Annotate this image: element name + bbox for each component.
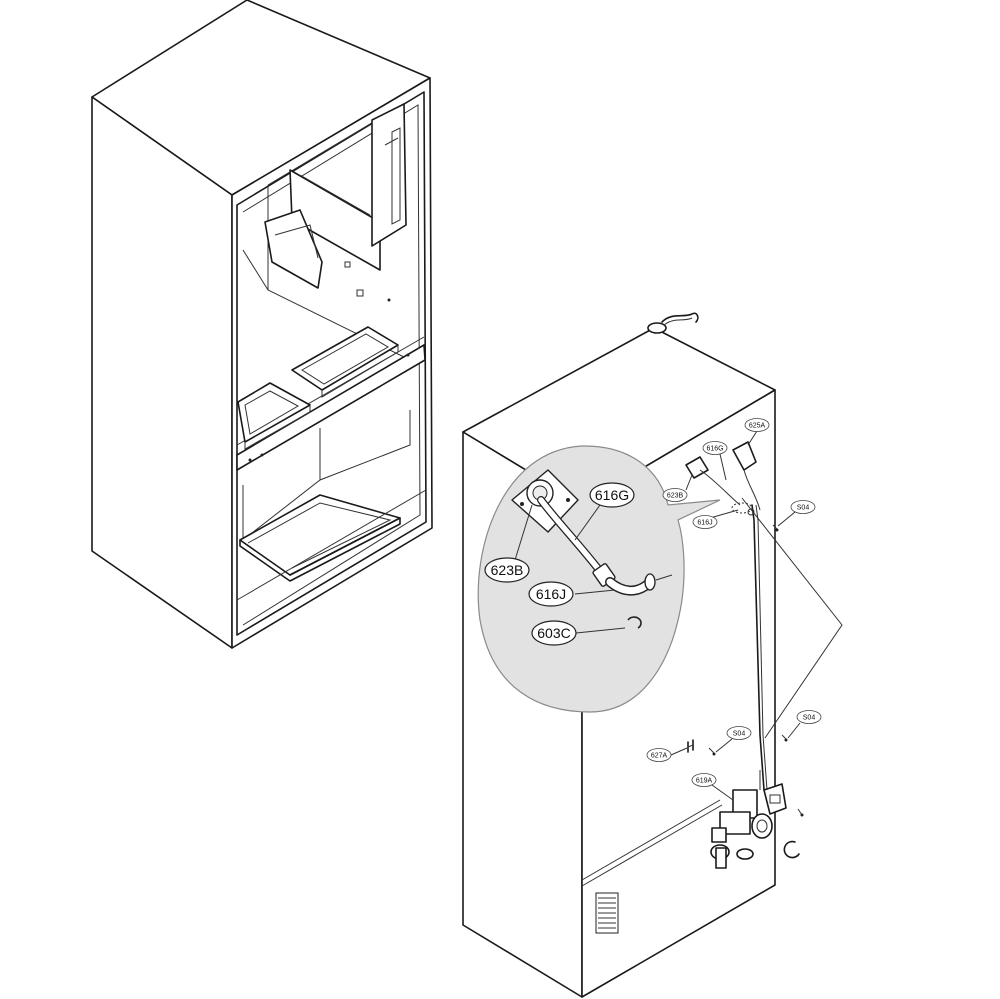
callout-s04-mid[interactable]: S04 xyxy=(715,726,752,753)
svg-text:603C: 603C xyxy=(537,625,570,641)
svg-text:625A: 625A xyxy=(749,423,766,430)
callout-detail-616G[interactable]: 616G xyxy=(574,482,635,541)
svg-text:616J: 616J xyxy=(697,520,712,527)
cabinet-left-side xyxy=(91,96,233,649)
fill-tube-fittings xyxy=(685,441,761,516)
callout-s04-top[interactable]: S04 xyxy=(777,500,816,527)
rear-vent-grille xyxy=(595,892,619,934)
svg-text:619A: 619A xyxy=(696,778,713,785)
callout-625A[interactable]: 625A xyxy=(744,418,770,446)
clip-603C xyxy=(627,616,642,629)
callout-detail-623B[interactable]: 623B xyxy=(484,504,533,583)
water-valve-assembly xyxy=(710,770,787,869)
svg-text:623B: 623B xyxy=(491,562,524,578)
ice-maker-assembly xyxy=(264,103,407,302)
detail-magnifier xyxy=(477,445,721,713)
callout-s04-right[interactable]: S04 xyxy=(787,710,822,739)
refrigerator-front-view xyxy=(91,0,433,649)
callout-616G[interactable]: 616G xyxy=(702,441,728,481)
crisper-drawer-left xyxy=(237,382,311,450)
callout-616J[interactable]: 616J xyxy=(692,509,739,529)
svg-text:623B: 623B xyxy=(667,493,684,500)
callout-619A[interactable]: 619A xyxy=(691,773,734,801)
cabinet-opening-frame xyxy=(236,91,427,636)
elbow-616J xyxy=(606,578,652,594)
ice-bin xyxy=(264,209,323,289)
cabinet-inner-liner xyxy=(242,104,421,626)
clip-627A xyxy=(687,739,694,753)
tube-616G xyxy=(538,497,606,578)
callout-623B[interactable]: 623B xyxy=(662,474,693,502)
freezer-basket xyxy=(239,494,401,582)
middle-divider xyxy=(236,344,426,471)
callout-detail-616J[interactable]: 616J xyxy=(528,581,616,607)
svg-text:616J: 616J xyxy=(536,586,566,602)
svg-text:S04: S04 xyxy=(803,715,816,722)
leader-lines-s04 xyxy=(741,497,843,739)
svg-text:616G: 616G xyxy=(706,446,723,453)
screws xyxy=(708,524,804,817)
callout-detail-603C[interactable]: 603C xyxy=(531,620,626,646)
svg-text:616G: 616G xyxy=(595,487,629,503)
callout-627A[interactable]: 627A xyxy=(646,747,688,762)
clip-near-valve xyxy=(783,840,800,859)
svg-text:S04: S04 xyxy=(797,505,810,512)
crisper-drawer-right xyxy=(291,326,399,398)
svg-text:S04: S04 xyxy=(733,731,746,738)
svg-text:627A: 627A xyxy=(651,753,668,760)
power-cord xyxy=(647,312,699,334)
